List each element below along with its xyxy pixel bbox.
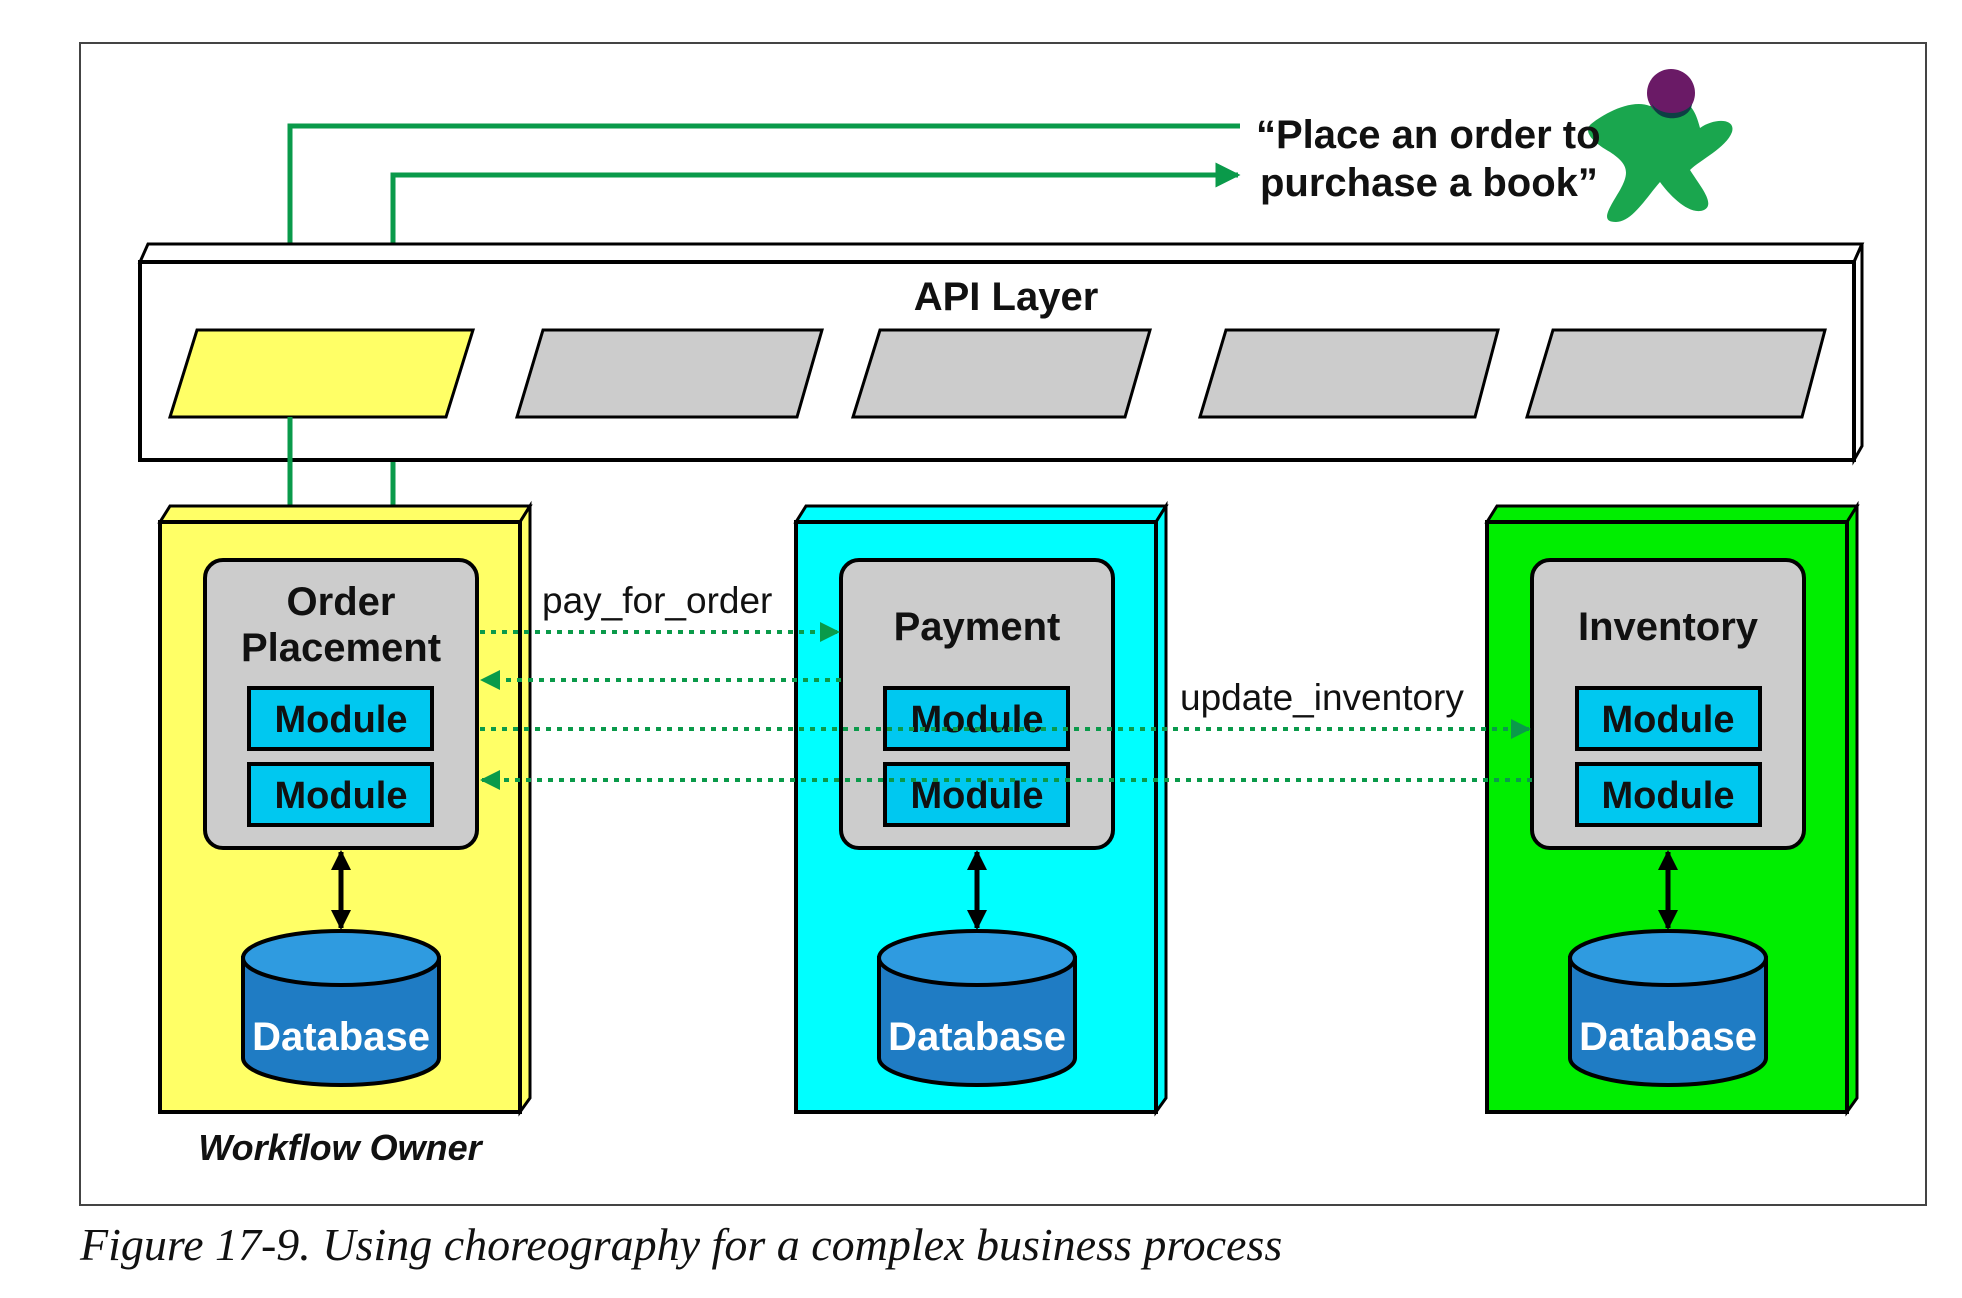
clipped-top-text	[0, 0, 1962, 14]
service-name-line2: Placement	[241, 626, 441, 670]
service-inventory: Inventory Module Module Database	[1484, 500, 1860, 1117]
module-label: Module	[275, 775, 408, 817]
workflow-owner-label: Workflow Owner	[198, 1127, 483, 1168]
service-name-line1: Order	[287, 580, 396, 624]
module-box	[247, 762, 434, 827]
api-endpoint-4[interactable]	[1197, 328, 1500, 419]
module-label: Module	[275, 699, 408, 741]
database-icon	[877, 929, 1077, 1087]
database-icon	[241, 929, 441, 1087]
database-label: Database	[252, 1015, 430, 1059]
database-label: Database	[888, 1015, 1066, 1059]
module-box	[247, 686, 434, 751]
service-name: Payment	[894, 605, 1061, 649]
module-label: Module	[1602, 775, 1735, 817]
request-text-line1: “Place an order to	[1256, 113, 1601, 157]
pay-for-order-label: pay_for_order	[542, 580, 772, 621]
module-label: Module	[1602, 699, 1735, 741]
service-name: Inventory	[1578, 605, 1759, 649]
module-box	[1575, 686, 1762, 751]
api-endpoint-3[interactable]	[850, 328, 1152, 419]
database-icon	[1568, 929, 1768, 1087]
api-endpoint-2[interactable]	[514, 328, 824, 419]
api-endpoint-order[interactable]	[167, 328, 476, 419]
database-label: Database	[1579, 1015, 1757, 1059]
request-text-line2: purchase a book”	[1260, 161, 1598, 205]
figure-caption: Figure 17-9. Using choreography for a co…	[80, 1219, 1283, 1270]
service-order-placement: Order Placement Module Module Database	[157, 500, 533, 1117]
module-box	[883, 762, 1070, 827]
user-mascot-icon	[1588, 69, 1733, 222]
api-layer: API Layer	[137, 242, 1865, 466]
module-label: Module	[911, 699, 1044, 741]
api-layer-label: API Layer	[914, 275, 1099, 319]
module-box	[883, 686, 1070, 751]
service-payment: Payment Module Module Database	[793, 500, 1169, 1117]
module-box	[1575, 762, 1762, 827]
api-endpoint-5[interactable]	[1524, 328, 1827, 419]
update-inventory-label: update_inventory	[1180, 677, 1464, 718]
